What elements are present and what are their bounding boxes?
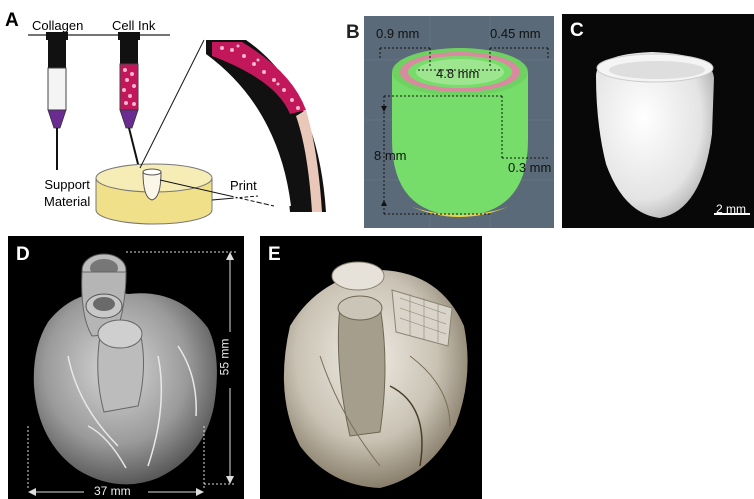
panel-e-label: E: [268, 244, 281, 266]
dim-inner-diameter: 4.8 mm: [436, 66, 479, 81]
dim-heart-width: 37 mm: [94, 484, 131, 498]
dim-outer-wall: 0.9 mm: [376, 26, 419, 41]
dim-inner-wall: 0.45 mm: [490, 26, 541, 41]
dim-heart-height: 55 mm: [217, 339, 231, 376]
panel-c-label: C: [570, 20, 584, 42]
panel-a: A Collagen Cell Ink Support Material Pri…: [0, 0, 340, 228]
panel-a-label: A: [5, 10, 19, 32]
ventricle-wall-detail: [206, 40, 326, 212]
cell-ink-label: Cell Ink: [112, 18, 155, 33]
panel-c-printed-ventricle-photo: [562, 14, 754, 228]
cell-ink-syringe: [118, 32, 140, 172]
dim-height: 8 mm: [374, 148, 407, 163]
panel-e: E: [260, 236, 482, 499]
collagen-syringe: [46, 32, 68, 170]
support-material-bath: [96, 164, 212, 224]
print-label: Print: [230, 178, 257, 193]
support-material-label: Support Material: [44, 176, 90, 210]
panel-d-heart-model: [8, 236, 244, 499]
panel-b-label: B: [346, 22, 360, 44]
panel-e-printed-heart-photo: [260, 236, 482, 499]
panel-c: C 2 mm: [562, 14, 754, 228]
panel-d-label: D: [16, 244, 30, 266]
panel-d: D 55 mm 37 mm: [8, 236, 244, 499]
collagen-label: Collagen: [32, 18, 83, 33]
panel-b: B 0.9 mm 0.45 mm 4.8 mm 8 mm 0.3 mm: [340, 0, 558, 228]
scale-bar-label: 2 mm: [716, 202, 746, 216]
dim-base: 0.3 mm: [508, 160, 551, 175]
